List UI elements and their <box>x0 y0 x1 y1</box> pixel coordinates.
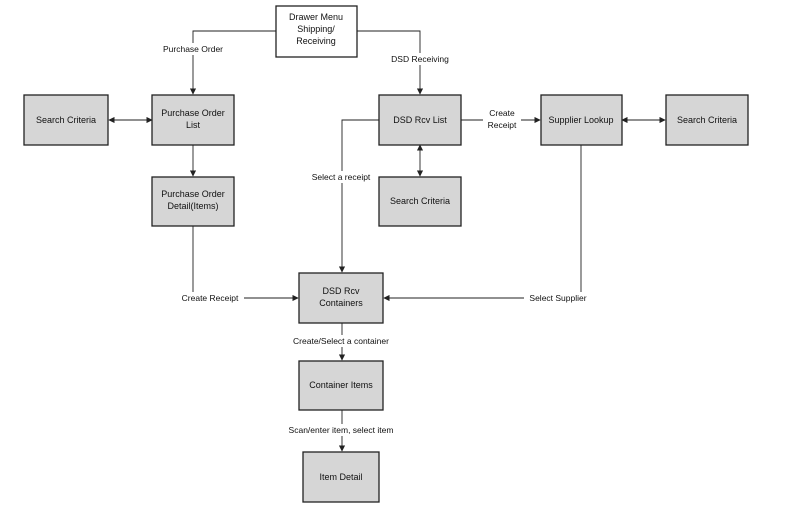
node-item-detail: Item Detail <box>302 451 380 503</box>
node-search-criteria-left: Search Criteria <box>23 94 109 146</box>
edge-drawer-to-po-list <box>189 30 276 95</box>
node-purchase-order-list-line1: Purchase Order <box>161 108 225 118</box>
edge-label-create-receipt: Create Receipt <box>182 293 239 303</box>
node-dsd-rcv-containers-line1: DSD Rcv <box>322 286 360 296</box>
edge-dsd-list-to-containers <box>338 119 379 273</box>
node-supplier-lookup-label: Supplier Lookup <box>548 115 613 125</box>
node-drawer-menu: Drawer Menu Shipping/ Receiving <box>275 5 358 58</box>
edge-drawer-to-dsd-list <box>357 30 424 95</box>
node-container-items: Container Items <box>298 360 384 411</box>
node-search-criteria-left-label: Search Criteria <box>36 115 96 125</box>
edge-label-dsd-receiving: DSD Receiving <box>391 54 449 64</box>
edge-label-select-supplier: Select Supplier <box>529 293 586 303</box>
edge-label-purchase-order: Purchase Order <box>163 44 223 54</box>
node-drawer-menu-line1: Drawer Menu <box>289 12 343 22</box>
node-dsd-rcv-list-label: DSD Rcv List <box>393 115 447 125</box>
node-dsd-rcv-containers: DSD Rcv Containers <box>298 272 384 324</box>
node-purchase-order-detail-line1: Purchase Order <box>161 189 225 199</box>
edge-label-scan-enter-item: Scan/enter item, select item <box>289 425 394 435</box>
node-drawer-menu-line2: Shipping/ <box>297 24 335 34</box>
edge-po-detail-to-containers <box>192 226 299 302</box>
node-purchase-order-list: Purchase Order List <box>151 94 235 146</box>
node-container-items-label: Container Items <box>309 380 373 390</box>
node-drawer-menu-line3: Receiving <box>296 36 336 46</box>
node-purchase-order-list-line2: List <box>186 120 201 130</box>
node-purchase-order-detail-line2: Detail(Items) <box>167 201 218 211</box>
node-search-criteria-right-label: Search Criteria <box>677 115 737 125</box>
node-item-detail-label: Item Detail <box>319 472 362 482</box>
edge-label-select-receipt: Select a receipt <box>312 172 371 182</box>
edge-label-create-receipt-line2: Receipt <box>488 120 517 130</box>
node-purchase-order-detail: Purchase Order Detail(Items) <box>151 176 235 227</box>
node-search-criteria-mid: Search Criteria <box>378 176 462 227</box>
node-dsd-rcv-list: DSD Rcv List <box>378 94 462 146</box>
node-search-criteria-right: Search Criteria <box>665 94 749 146</box>
edge-label-create-receipt-line1: Create <box>489 108 515 118</box>
node-dsd-rcv-containers-line2: Containers <box>319 298 363 308</box>
edge-label-create-select-container: Create/Select a container <box>293 336 389 346</box>
node-supplier-lookup: Supplier Lookup <box>540 94 623 146</box>
node-search-criteria-mid-label: Search Criteria <box>390 196 450 206</box>
